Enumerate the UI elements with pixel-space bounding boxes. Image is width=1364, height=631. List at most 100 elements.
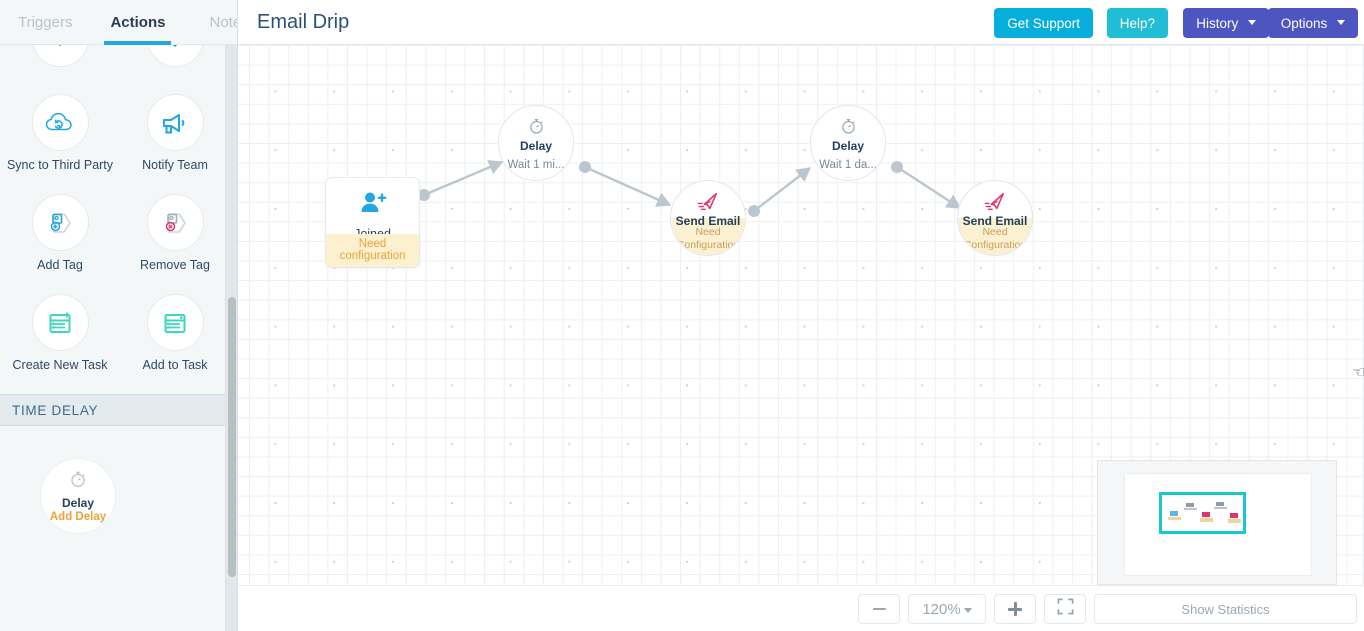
tag-remove-icon xyxy=(146,194,204,251)
minimap-viewport[interactable] xyxy=(1159,492,1246,534)
push-to-automation-icon xyxy=(31,45,89,67)
minimap-content xyxy=(1124,473,1312,576)
sidebar-item-sync-to-third-party[interactable]: Sync to Third Party xyxy=(5,94,115,172)
sidebar-item-label: Sync to Third Party xyxy=(6,158,114,172)
sidebar-row-3: Create New Task Add to Task xyxy=(0,294,230,372)
tab-triggers[interactable]: Triggers xyxy=(12,0,78,45)
canvas-node-warning: Need Configuration xyxy=(671,226,745,251)
sidebar-item-add-tag[interactable]: Add Tag xyxy=(5,194,115,272)
canvas-node-subtitle: Wait 1 da... xyxy=(819,159,877,171)
canvas-node-send-email-2[interactable]: Send Email Need Configuration xyxy=(957,180,1033,256)
minus-icon xyxy=(872,607,886,611)
sidebar-row-1: Sync to Third Party Notify Team xyxy=(0,94,230,172)
sidebar-item-label: Create New Task xyxy=(12,358,108,372)
warning-band xyxy=(671,218,745,255)
sidebar-delay-subtitle: Add Delay xyxy=(49,511,107,523)
warning-band xyxy=(958,218,1032,255)
warning-line-2: Configuration xyxy=(963,238,1027,251)
task-add-icon xyxy=(146,294,204,351)
stopwatch-icon xyxy=(839,116,858,136)
sidebar-item-label: Push to Automation xyxy=(5,71,115,72)
warning-line-2: Configuration xyxy=(676,238,740,251)
actions-sidebar: Triggers Actions Notes Push to Automatio… xyxy=(0,0,238,631)
person-add-icon xyxy=(326,190,419,221)
task-create-icon xyxy=(31,294,89,351)
canvas-node-delay-2[interactable]: Delay Wait 1 da... xyxy=(810,105,886,181)
top-toolbar: Email Drip Get Support Help? History Opt… xyxy=(238,0,1364,45)
canvas-node-send-email-1[interactable]: Send Email Need Configuration xyxy=(670,180,746,256)
sidebar-item-add-delay[interactable]: Delay Add Delay xyxy=(40,458,116,534)
canvas-node-title: Send Email xyxy=(962,214,1028,228)
tab-notes-label: Notes xyxy=(209,13,237,31)
tab-notes[interactable]: Notes xyxy=(203,0,237,45)
history-label: History xyxy=(1196,15,1239,31)
zoom-out-button[interactable] xyxy=(858,594,900,624)
plus-icon xyxy=(1008,602,1022,616)
sidebar-row-2: Add Tag Remove Tag xyxy=(0,194,230,272)
help-label: Help? xyxy=(1119,15,1155,31)
sidebar-item-remove-tag[interactable]: Remove Tag xyxy=(120,194,230,272)
cloud-sync-icon xyxy=(31,94,89,151)
chevron-down-icon xyxy=(1337,20,1345,26)
sidebar-item-push-to-automation[interactable]: Push to Automation xyxy=(5,45,115,72)
canvas-node-title: Delay xyxy=(519,139,553,153)
sidebar-scrollbar-thumb[interactable] xyxy=(228,297,236,577)
sidebar-tabstrip: Triggers Actions Notes xyxy=(0,0,237,45)
sidebar-item-label: Add Tag xyxy=(37,258,83,272)
canvas-node-joined[interactable]: Joined Need configuration xyxy=(325,177,420,268)
warning-line-1: Need xyxy=(695,226,721,238)
mouse-cursor: ☜ xyxy=(1352,364,1364,381)
show-statistics-button[interactable]: Show Statistics xyxy=(1094,594,1357,624)
workflow-connections xyxy=(418,159,962,217)
sidebar-item-label: Notify Team xyxy=(142,158,208,172)
canvas-node-subtitle: Wait 1 mi... xyxy=(507,159,565,171)
tag-add-icon xyxy=(31,194,89,251)
canvas-node-delay-1[interactable]: Delay Wait 1 mi... xyxy=(498,105,574,181)
canvas-node-warning: Need configuration xyxy=(326,234,419,267)
sidebar-scroll-area: Push to Automation Pull from Automation xyxy=(0,45,237,631)
sidebar-row-time-delay: Delay Add Delay xyxy=(0,458,237,534)
chevron-down-icon xyxy=(963,607,972,613)
tab-actions-label: Actions xyxy=(110,13,166,31)
canvas-minimap[interactable] xyxy=(1097,460,1337,585)
sidebar-item-add-to-task[interactable]: Add to Task xyxy=(120,294,230,372)
pull-from-automation-icon xyxy=(146,45,204,67)
send-email-icon xyxy=(696,191,720,211)
zoom-in-button[interactable] xyxy=(994,594,1036,624)
options-label: Options xyxy=(1280,15,1328,31)
fit-screen-icon xyxy=(1057,598,1074,620)
canvas-node-warning: Need Configuration xyxy=(958,226,1032,251)
help-button[interactable]: Help? xyxy=(1106,8,1168,38)
canvas-node-title: Delay xyxy=(831,139,865,153)
page-title: Email Drip xyxy=(257,11,350,33)
sidebar-item-label: Pull from Automation xyxy=(120,71,230,72)
workflow-canvas[interactable]: Joined Need configuration Delay Wait 1 m… xyxy=(238,45,1364,585)
stopwatch-icon xyxy=(68,469,88,494)
tab-actions[interactable]: Actions xyxy=(104,0,172,45)
tab-triggers-label: Triggers xyxy=(18,13,73,31)
options-dropdown-button[interactable]: Options xyxy=(1267,8,1358,38)
sidebar-row-automation: Push to Automation Pull from Automation xyxy=(0,45,230,72)
sidebar-delay-title: Delay xyxy=(61,496,95,510)
megaphone-icon xyxy=(146,94,204,151)
bottom-toolbar: 120% Show Statistics xyxy=(238,585,1364,631)
get-support-label: Get Support xyxy=(1007,15,1080,31)
sidebar-section-time-delay: TIME DELAY xyxy=(0,394,237,426)
get-support-button[interactable]: Get Support xyxy=(994,8,1093,38)
sidebar-item-notify-team[interactable]: Notify Team xyxy=(120,94,230,172)
fit-to-screen-button[interactable] xyxy=(1044,594,1086,624)
warning-line-1: Need xyxy=(982,226,1008,238)
sidebar-item-label: Remove Tag xyxy=(140,258,210,272)
sidebar-item-label: Add to Task xyxy=(142,358,208,372)
history-dropdown-button[interactable]: History xyxy=(1183,8,1269,38)
show-statistics-label: Show Statistics xyxy=(1181,601,1270,617)
stopwatch-icon xyxy=(527,116,546,136)
zoom-level-dropdown[interactable]: 120% xyxy=(908,594,986,624)
sidebar-item-pull-from-automation[interactable]: Pull from Automation xyxy=(120,45,230,72)
zoom-level-label: 120% xyxy=(922,600,961,618)
canvas-node-title: Send Email xyxy=(675,214,741,228)
sidebar-scrollbar-track[interactable] xyxy=(225,45,237,631)
sidebar-section-label: TIME DELAY xyxy=(12,402,99,418)
send-email-icon xyxy=(983,191,1007,211)
sidebar-item-create-new-task[interactable]: Create New Task xyxy=(5,294,115,372)
